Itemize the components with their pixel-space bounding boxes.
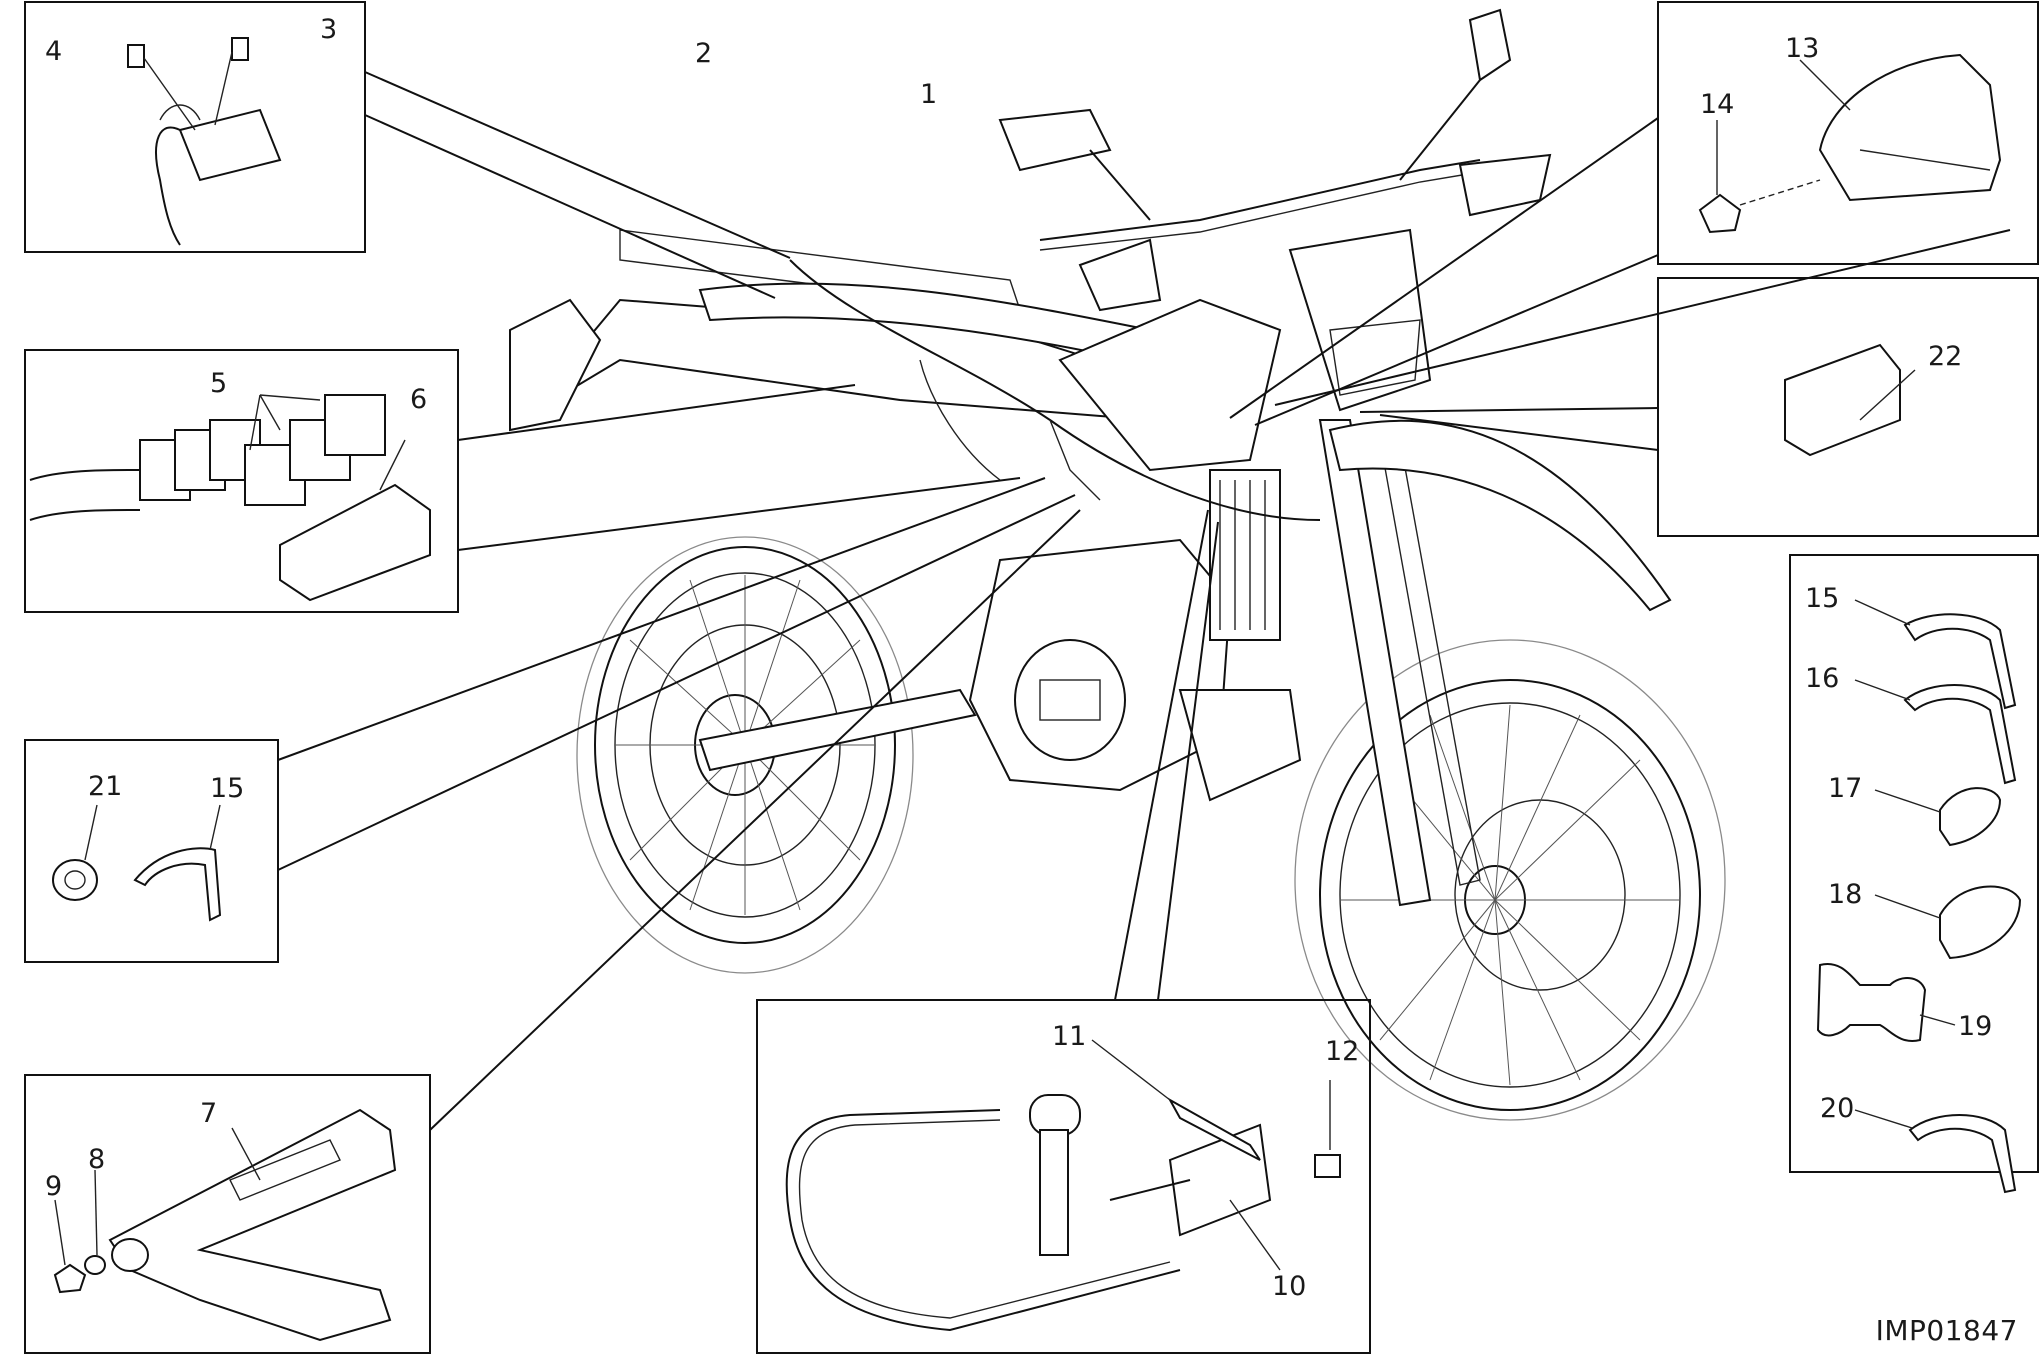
callout-22: 22 [1928, 341, 1962, 372]
callout-17: 17 [1828, 773, 1862, 804]
callout-8: 8 [88, 1144, 105, 1175]
screw-14-icon [1698, 193, 1742, 234]
cable-tie-15-icon [133, 847, 222, 922]
grommet-detail-box [24, 739, 279, 963]
harness-detail-box [756, 999, 1371, 1354]
callout-12: 12 [1325, 1036, 1359, 1067]
callout-9: 9 [45, 1171, 62, 1202]
callout-15: 15 [1805, 583, 1839, 614]
spacer-12-icon [1314, 1154, 1341, 1178]
screw-11-icon [1167, 1097, 1261, 1161]
module-22-icon [1784, 343, 1901, 457]
relay-icon [324, 394, 386, 456]
callout-21: 21 [88, 771, 122, 802]
bracket-detail-box [24, 1074, 431, 1354]
grommet-21-icon [52, 859, 98, 901]
cover-13-icon [1818, 53, 2002, 202]
callout-18: 18 [1828, 879, 1862, 910]
connector-10-icon [1168, 1123, 1272, 1237]
callout-14: 14 [1700, 89, 1734, 120]
callout-20: 20 [1820, 1093, 1854, 1124]
clips-detail-box [1789, 554, 2039, 1194]
cable-tie-16-icon [1903, 684, 2017, 785]
callout-6: 6 [410, 384, 427, 415]
callout-labels: 1 2 3 4 5 6 7 8 9 10 11 12 13 14 15 15 1… [45, 14, 1992, 1302]
clamp-17-icon [1939, 787, 2002, 847]
clamp-18-icon [1939, 885, 2022, 960]
callout-1: 1 [920, 79, 937, 110]
leader-lines [277, 71, 2011, 1131]
callout-7: 7 [200, 1098, 217, 1129]
bracket-7-icon [108, 1108, 397, 1342]
bolt-9-icon [53, 1263, 87, 1294]
callout-15-grommet-box: 15 [210, 773, 244, 804]
callout-13: 13 [1785, 33, 1819, 64]
cable-tie-20-icon [1908, 1114, 2017, 1194]
callout-19: 19 [1958, 1011, 1992, 1042]
cover-detail-box [1657, 1, 2039, 265]
callout-16: 16 [1805, 663, 1839, 694]
washer-8-icon [84, 1255, 106, 1275]
callout-3: 3 [320, 14, 337, 45]
motorcycle-drawing [509, 8, 1726, 1121]
module-detail-box [1657, 277, 2039, 537]
fuse-detail-box [24, 1, 366, 253]
fuse-4-icon [127, 44, 145, 68]
cable-tie-15-icon [1903, 613, 2017, 710]
front-wheel [1294, 639, 1726, 1121]
callout-4: 4 [45, 36, 62, 67]
callout-10: 10 [1272, 1271, 1306, 1302]
callout-2: 2 [695, 38, 712, 69]
plate-19-icon [1816, 963, 1927, 1042]
fuse-3-icon [231, 37, 249, 61]
callout-5: 5 [210, 368, 227, 399]
relay-detail-box [24, 349, 459, 613]
drawing-code: IMP01847 [1875, 1314, 2018, 1347]
relay-cover-icon [279, 483, 431, 602]
callout-11: 11 [1052, 1021, 1086, 1052]
